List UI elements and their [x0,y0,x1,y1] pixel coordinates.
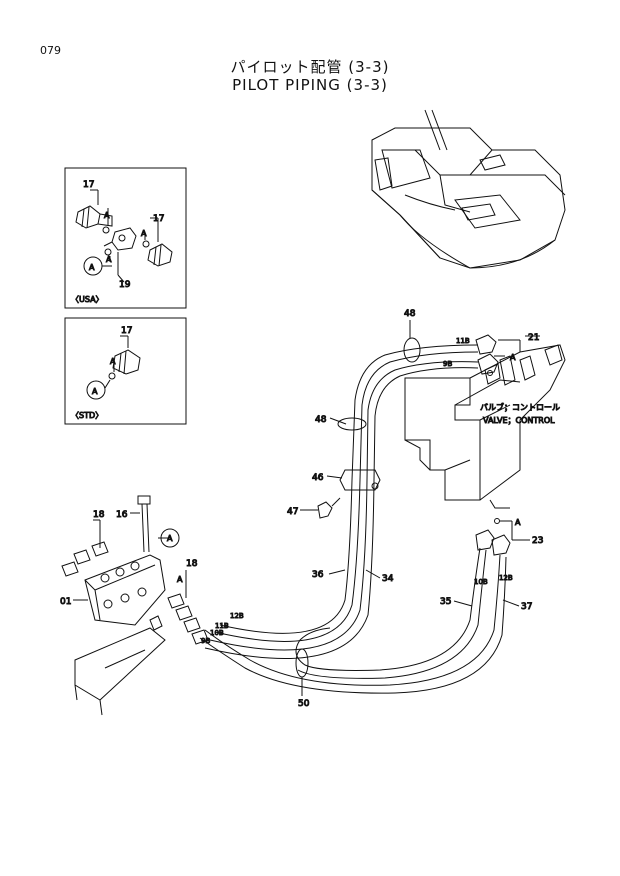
manifold-ref-circle-a [160,528,180,548]
hose-tag-9b-top: 9B [443,360,452,368]
callout-46: 46 [312,473,324,483]
usa-part-17-left: 17 [83,180,94,190]
excavator-overview-illustration [371,109,566,269]
page-title-english: PILOT PIPING (3-3) [232,76,388,94]
fitting-17-std-illustration [112,349,141,375]
valve-label-japanese: バルブ；コントロール [480,402,560,412]
callout-01: 01 [60,597,71,607]
page-title-japanese: パイロット配管 (3-3) [230,58,390,76]
page-number: 079 [40,44,61,57]
inset-std-label: 〈STD〉 [71,411,103,420]
control-valve-illustration [404,344,566,509]
usa-ref-a-2: A [141,229,147,238]
usa-part-17-right: 17 [153,214,164,224]
callout-ref-a-21: A [510,353,516,362]
fitting-17-right-illustration [147,243,173,267]
usa-part-19: 19 [119,280,131,290]
hose-tag-12b-left: 12B [230,612,244,620]
callout-48-mid: 48 [315,415,327,425]
callout-18-right: 18 [186,559,198,569]
callout-50: 50 [298,699,310,709]
ref-circle-a-std [86,380,106,400]
hose-tag-11b-top: 11B [456,337,470,345]
callout-47: 47 [287,507,298,517]
hose-clamps [295,337,421,696]
usa-ref-a-1: A [104,211,110,220]
callout-circle-a: A [167,534,173,543]
callout-34: 34 [382,574,394,584]
fitting-17-left-illustration [75,205,113,229]
callout-36: 36 [312,570,324,580]
std-ref-a: A [110,357,116,366]
hose-tag-11b-left: 11B [215,622,229,630]
callout-23: 23 [532,536,543,546]
std-part-17: 17 [121,326,132,336]
pilot-manifold-block-illustration [61,495,209,716]
callout-16: 16 [116,510,128,520]
usa-circle-ref-a: A [89,263,95,272]
hose-tag-10b-left: 10B [210,629,224,637]
callout-21: 21 [528,333,539,343]
bolt-47-illustration [317,497,341,519]
valve-label-english: VALVE；CONTROL [483,416,555,425]
hose-tag-10b-right: 10B [474,578,488,586]
callout-48-top: 48 [404,309,416,319]
pilot-hoses [199,344,507,694]
valve-bottom-fittings [475,518,520,556]
callout-37: 37 [521,602,532,612]
inset-std-box [64,317,187,425]
std-circle-ref-a: A [92,387,98,396]
inset-usa-label: 〈USA〉 [71,295,104,304]
valve-top-fittings [475,334,521,376]
callout-ref-a-23: A [515,518,521,527]
inset-usa-box [64,167,187,309]
hose-tag-12b-right: 12B [499,574,513,582]
callout-18-left: 18 [93,510,105,520]
hose-tag-9b-left: 9B [201,637,210,645]
usa-ref-a-3: A [106,255,112,264]
callout-leader-lines [73,320,540,607]
callout-ref-a-18: A [177,575,183,584]
tee-19-illustration [103,227,137,251]
callout-35: 35 [440,597,451,607]
